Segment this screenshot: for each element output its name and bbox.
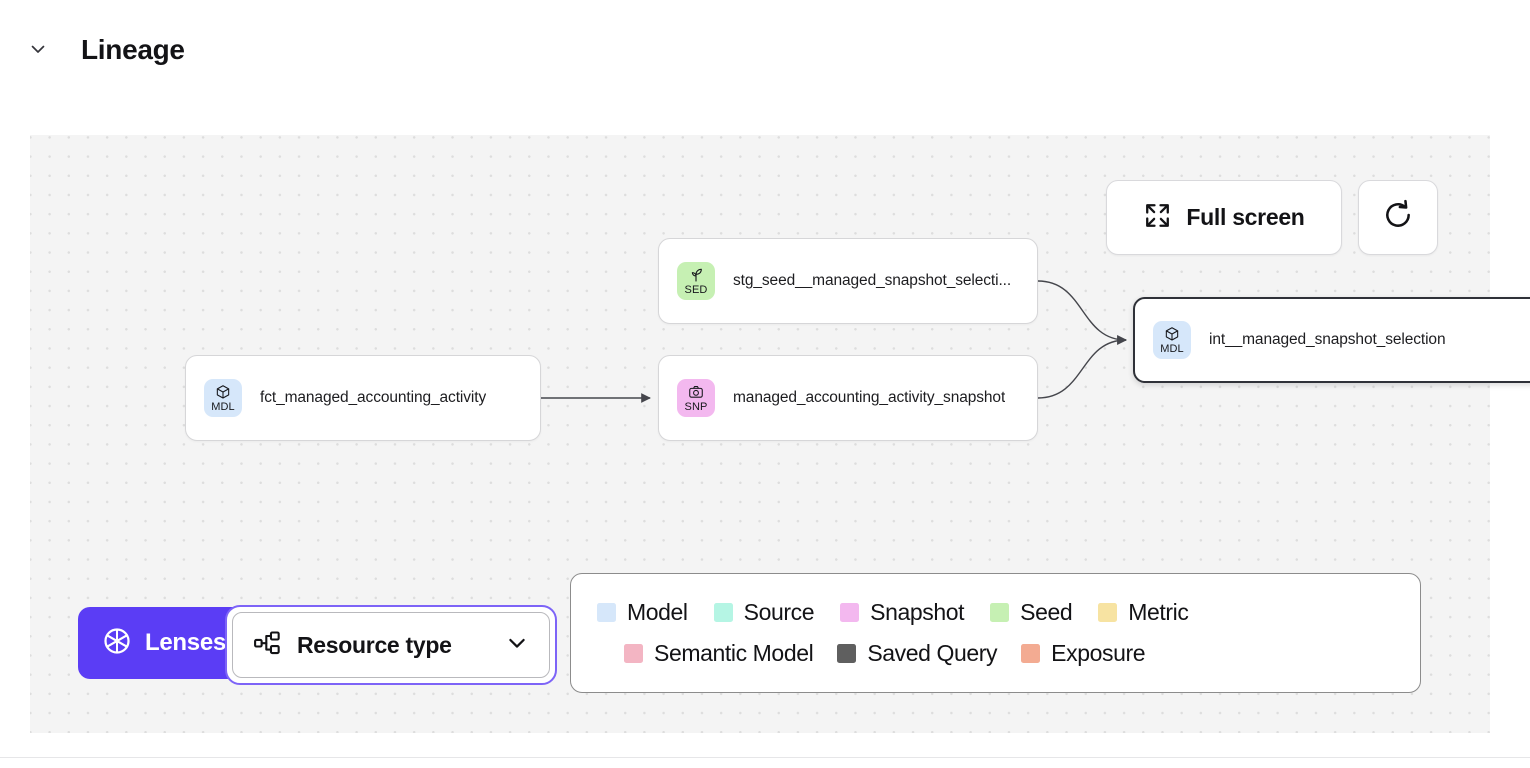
node-type-badge-seed: SED — [677, 262, 715, 300]
legend-label: Source — [743, 599, 815, 625]
legend-item-model: Model — [597, 599, 688, 626]
lineage-node-fct-managed-accounting-activity[interactable]: MDL fct_managed_accounting_activity — [185, 355, 541, 441]
node-type-badge-model: MDL — [1153, 321, 1191, 359]
hierarchy-icon — [253, 629, 281, 662]
page-bottom-divider — [0, 757, 1530, 758]
chevron-down-icon — [28, 39, 48, 59]
legend-label: Snapshot — [870, 599, 965, 625]
edge-seed-to-int — [1037, 280, 1127, 345]
node-label: int__managed_snapshot_selection — [1209, 331, 1446, 348]
legend-row-2: Semantic Model Saved Query Exposure — [597, 640, 1394, 667]
legend-row-1: Model Source Snapshot Seed Metric — [597, 599, 1394, 626]
resource-type-label: Resource type — [297, 631, 452, 658]
legend-swatch-exposure — [1021, 644, 1041, 663]
node-type-badge-snapshot: SNP — [677, 379, 715, 417]
legend-item-exposure: Exposure — [1021, 640, 1146, 667]
lineage-node-stg-seed-managed-snapshot-selection[interactable]: SED stg_seed__managed_snapshot_selecti..… — [658, 238, 1038, 324]
legend-item-saved-query: Saved Query — [837, 640, 998, 667]
chevron-down-icon — [505, 631, 529, 660]
legend-item-snapshot: Snapshot — [840, 599, 965, 626]
lineage-node-int-managed-snapshot-selection[interactable]: MDL int__managed_snapshot_selection — [1133, 297, 1530, 383]
legend-item-metric: Metric — [1098, 599, 1189, 626]
aperture-icon — [102, 626, 132, 661]
lineage-collapse-toggle[interactable] — [25, 36, 51, 62]
legend-item-semantic-model: Semantic Model — [624, 640, 814, 667]
full-screen-label: Full screen — [1186, 204, 1305, 230]
full-screen-button[interactable]: Full screen — [1106, 180, 1342, 255]
node-label: fct_managed_accounting_activity — [260, 389, 487, 406]
node-type-code: MDL — [211, 400, 235, 413]
lenses-label: Lenses — [145, 629, 226, 656]
legend-label: Semantic Model — [654, 640, 814, 666]
expand-arrows-icon — [1143, 201, 1172, 235]
lineage-legend: Model Source Snapshot Seed Metric S — [570, 573, 1421, 693]
cube-icon — [215, 384, 231, 400]
legend-swatch-model — [597, 603, 616, 622]
camera-icon — [688, 384, 704, 400]
legend-swatch-metric — [1098, 603, 1118, 622]
edge-snapshot-to-int — [1037, 335, 1127, 399]
node-type-code: MDL — [1160, 342, 1184, 355]
legend-swatch-seed — [990, 603, 1010, 622]
cube-icon — [1164, 326, 1180, 342]
resource-type-focus-ring: Resource type — [225, 605, 557, 685]
refresh-graph-button[interactable] — [1358, 180, 1438, 255]
legend-label: Exposure — [1051, 640, 1146, 666]
node-type-code: SNP — [684, 400, 708, 413]
legend-swatch-saved-query — [837, 644, 857, 663]
node-label: managed_accounting_activity_snapshot — [733, 389, 1006, 406]
lineage-section-header: Lineage — [0, 0, 1530, 100]
node-type-code: SED — [684, 283, 708, 296]
legend-swatch-source — [713, 603, 733, 622]
legend-item-seed: Seed — [990, 599, 1073, 626]
refresh-icon — [1382, 199, 1414, 236]
lineage-node-managed-accounting-activity-snapshot[interactable]: SNP managed_accounting_activity_snapshot — [658, 355, 1038, 441]
legend-swatch-semantic-model — [624, 644, 643, 663]
node-type-badge-model: MDL — [204, 379, 242, 417]
lineage-graph-canvas[interactable]: Full screen MDL fct_managed_accounting_a… — [30, 135, 1530, 733]
lenses-button[interactable]: Lenses — [78, 607, 248, 679]
legend-item-source: Source — [713, 599, 815, 626]
resource-type-dropdown[interactable]: Resource type — [232, 612, 550, 678]
node-label: stg_seed__managed_snapshot_selecti... — [733, 272, 1012, 289]
sprout-icon — [688, 267, 704, 283]
legend-swatch-snapshot — [840, 603, 860, 622]
legend-label: Saved Query — [867, 640, 998, 666]
legend-label: Seed — [1020, 599, 1073, 625]
legend-label: Model — [627, 599, 688, 625]
page-title: Lineage — [81, 34, 185, 65]
legend-label: Metric — [1128, 599, 1189, 625]
